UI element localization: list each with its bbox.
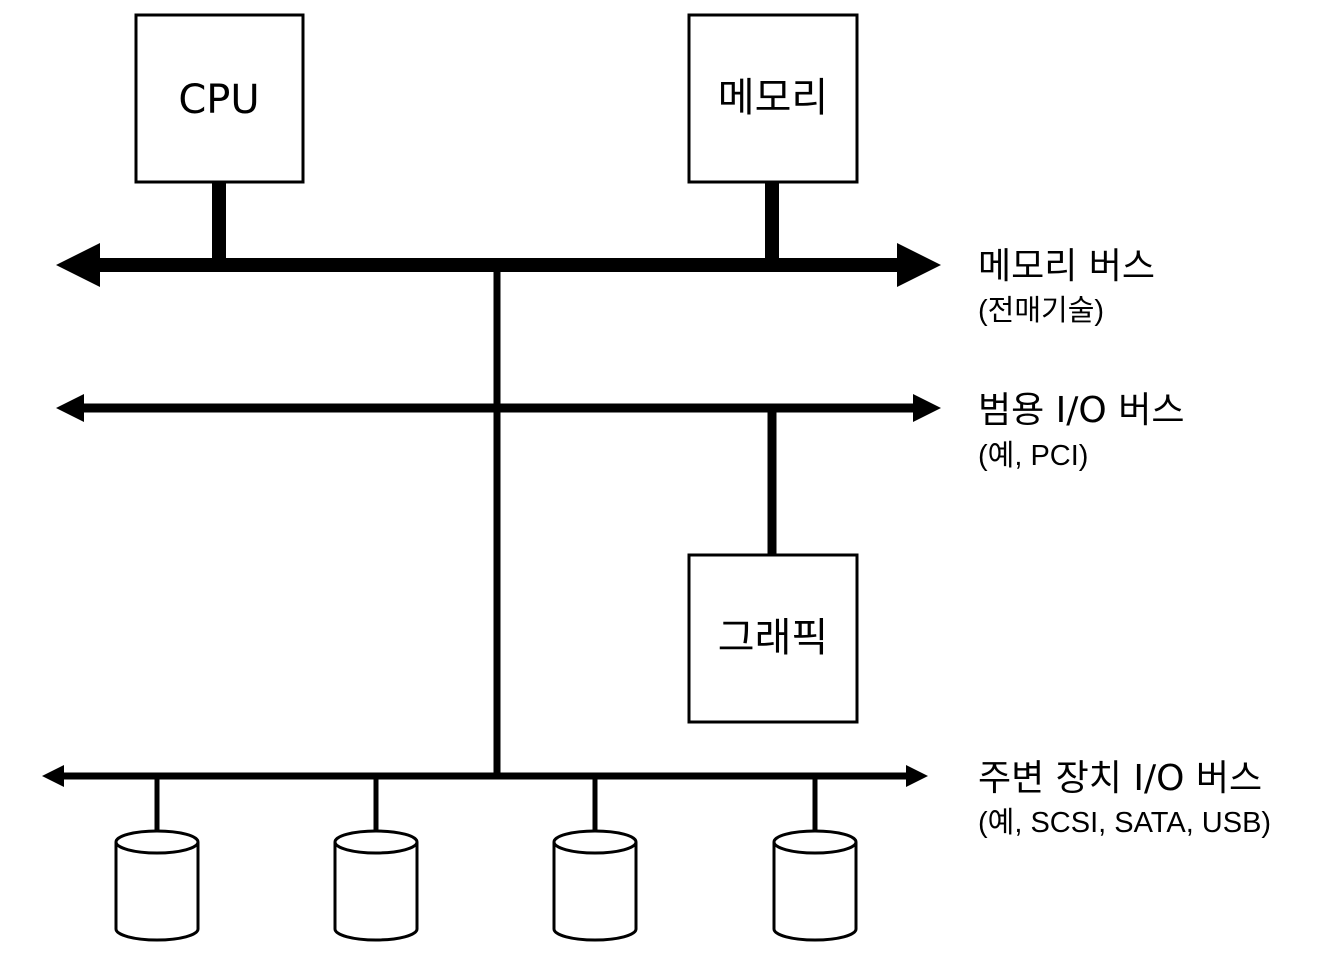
general-io-bus-left-arrowhead [56, 394, 84, 422]
disk-cylinder-icon [114, 842, 200, 942]
memory-bus-example: (전매기술) [978, 295, 1104, 327]
graphics-box: 그래픽 [687, 553, 859, 724]
memory-bus-name: 메모리 버스 [978, 246, 1155, 287]
disk-2 [333, 776, 419, 942]
memory-bus-left-arrowhead [56, 243, 100, 287]
peripheral-io-bus-name: 주변 장치 I/O 버스 [978, 758, 1262, 799]
peripheral-io-bus-example: (예, SCSI, SATA, USB) [978, 807, 1271, 839]
memory-label: 메모리 [718, 75, 828, 121]
graphics-label: 그래픽 [718, 615, 828, 661]
peripheral-io-bus [42, 765, 928, 787]
disk-4 [772, 776, 858, 942]
memory-bus-right-arrowhead [897, 243, 941, 287]
disk-top-ellipse [772, 829, 858, 855]
memory-box: 메모리 [687, 13, 859, 184]
general-io-bus-name: 범용 I/O 버스 [978, 390, 1184, 431]
disk-top-ellipse [333, 829, 419, 855]
disk-cylinder-icon [772, 842, 858, 942]
general-io-bus-right-arrowhead [913, 394, 941, 422]
peripheral-io-bus-left-arrowhead [42, 765, 64, 787]
disk-3 [552, 776, 638, 942]
disk-1 [114, 776, 200, 942]
cpu-label: CPU [178, 77, 259, 123]
cpu-box: CPU [134, 13, 305, 184]
disk-cylinder-icon [552, 842, 638, 942]
peripheral-io-bus-right-arrowhead [906, 765, 928, 787]
disk-group [114, 776, 858, 942]
general-io-bus-example: (예, PCI) [978, 440, 1088, 472]
disk-top-ellipse [552, 829, 638, 855]
disk-cylinder-icon [333, 842, 419, 942]
disk-top-ellipse [114, 829, 200, 855]
